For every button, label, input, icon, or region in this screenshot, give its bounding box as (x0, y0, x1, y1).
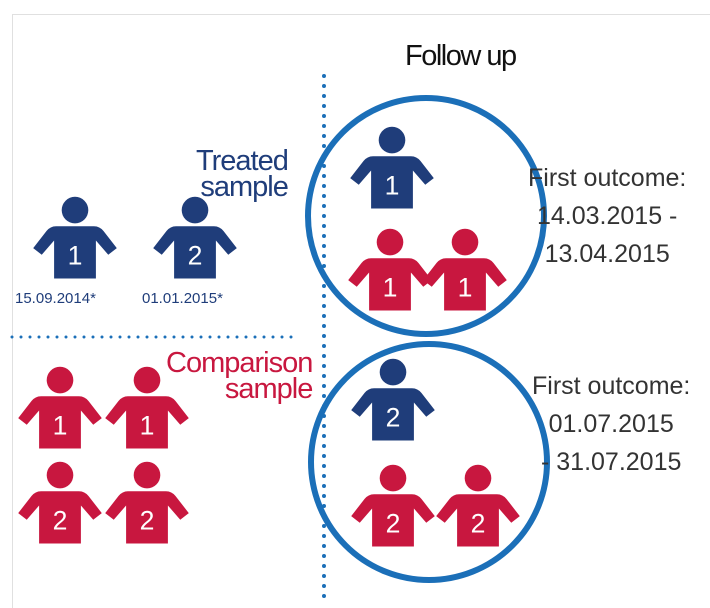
outcome-2-from: 01.07.2015 (548, 410, 674, 438)
outcome-2: First outcome: 01.07.2015 - 31.07.2015 (532, 368, 690, 480)
followup-circle-2 (308, 341, 550, 583)
followup1-comparison-person-2-number: 1 (458, 272, 473, 302)
treated-person-2-number: 2 (188, 240, 203, 270)
treated-person-2: 2 (153, 196, 237, 279)
comparison-person-2-number: 1 (140, 410, 155, 440)
treated-person-1: 1 (33, 196, 117, 279)
comparison-person-2: 1 (105, 366, 189, 449)
followup1-comparison-person-1-number: 1 (383, 272, 398, 302)
title-follow-up: Follow up (405, 40, 517, 72)
followup2-comparison-person-1-number: 2 (386, 508, 401, 538)
followup1-treated-person-number: 1 (385, 170, 400, 200)
comparison-person-3: 2 (18, 461, 102, 544)
treated-label-line1: Treated (196, 145, 289, 177)
comparison-person-1-number: 1 (53, 410, 68, 440)
followup2-comparison-person-2: 2 (436, 464, 520, 547)
followup2-comparison-person-2-number: 2 (471, 508, 486, 538)
followup2-treated-person: 2 (351, 358, 435, 441)
comparison-person-1: 1 (18, 366, 102, 449)
figure-frame (12, 14, 710, 608)
followup1-treated-person: 1 (350, 126, 434, 209)
followup2-treated-person-number: 2 (386, 402, 401, 432)
treated-date-1: 15.09.2014* (15, 290, 96, 307)
comparison-person-4-number: 2 (140, 505, 155, 535)
comparison-sample-label: Comparison sample (166, 347, 314, 405)
outcome-1-to: 13.04.2015 (544, 240, 670, 268)
treated-label-line2: sample (200, 171, 288, 203)
outcome-1-from: 14.03.2015 - (536, 202, 678, 230)
followup1-comparison-person-2: 1 (423, 228, 507, 311)
outcome-1-title: First outcome: (528, 164, 687, 192)
treated-person-1-number: 1 (68, 240, 83, 270)
treated-sample-label: Treated sample (196, 145, 289, 203)
followup2-comparison-person-1: 2 (351, 464, 435, 547)
outcome-2-to: - 31.07.2015 (540, 448, 682, 476)
comparison-person-4: 2 (105, 461, 189, 544)
treated-date-2: 01.01.2015* (142, 290, 223, 307)
outcome-2-title: First outcome: (532, 372, 691, 400)
comparison-person-3-number: 2 (53, 505, 68, 535)
comparison-label-line2: sample (224, 373, 314, 405)
followup1-comparison-person-1: 1 (348, 228, 432, 311)
followup-circle-1 (305, 95, 547, 337)
comparison-label-line1: Comparison (166, 347, 313, 379)
outcome-1: First outcome: 14.03.2015 - 13.04.2015 (528, 160, 686, 272)
